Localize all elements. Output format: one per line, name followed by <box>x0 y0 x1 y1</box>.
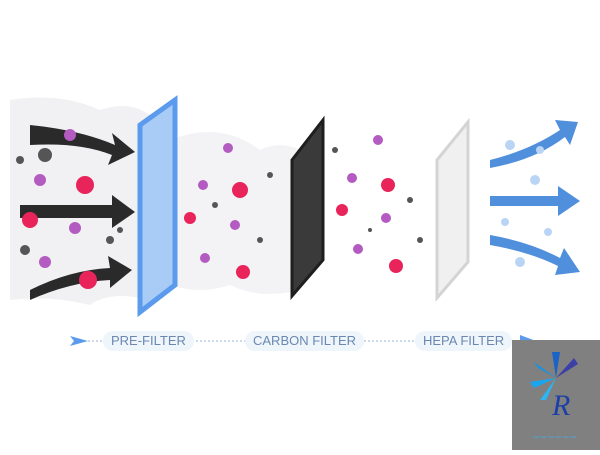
stage-label-carbon-filter: CARBON FILTER <box>245 331 365 351</box>
carbon-filter-panel <box>290 115 325 301</box>
stage-label-pre-filter: PRE-FILTER <box>103 331 194 351</box>
logo-icon: R ~~~~~~ <box>512 340 600 450</box>
particles <box>16 147 423 255</box>
svg-text:~~~~~~: ~~~~~~ <box>532 433 577 443</box>
hepa-filter-panel <box>435 117 470 303</box>
pre-filter-panel <box>137 95 178 318</box>
virus-icon <box>22 129 403 289</box>
air-cloud-middle <box>170 132 300 294</box>
clean-air-arrow-icon <box>490 120 580 275</box>
stage-label-hepa-filter: HEPA FILTER <box>415 331 513 351</box>
flow-arrow-icon <box>70 336 88 346</box>
svg-text:R: R <box>551 389 570 422</box>
